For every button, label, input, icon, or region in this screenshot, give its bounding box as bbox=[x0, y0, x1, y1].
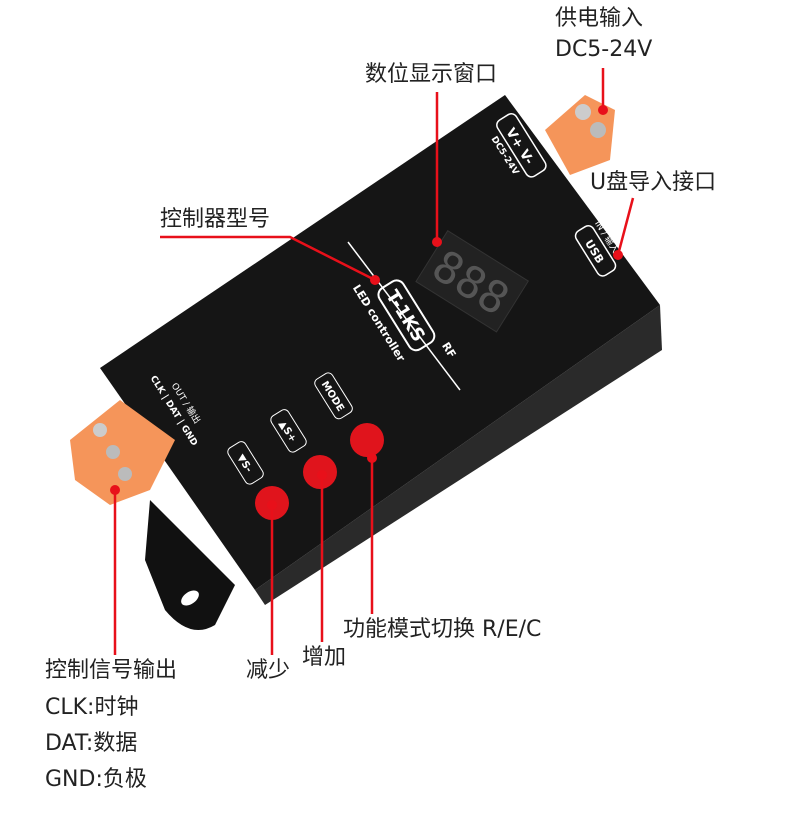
dat-label: DAT:数据 bbox=[45, 731, 138, 756]
output-terminal bbox=[70, 400, 175, 505]
increase-label: 增加 bbox=[302, 645, 347, 670]
signal-output-label: 控制信号输出 bbox=[45, 658, 178, 683]
display-window-label: 数位显示窗口 bbox=[365, 62, 498, 87]
power-voltage-label: DC5-24V bbox=[555, 37, 653, 62]
clk-label: CLK:时钟 bbox=[45, 695, 139, 720]
mounting-ear bbox=[145, 500, 235, 630]
mounting-hole bbox=[181, 590, 199, 606]
callout-lines bbox=[113, 68, 635, 655]
device-body bbox=[100, 95, 660, 590]
power-input-label: 供电输入 bbox=[555, 6, 644, 31]
decrease-label: 减少 bbox=[246, 658, 291, 683]
power-terminal bbox=[545, 95, 615, 175]
divider-line bbox=[347, 241, 461, 391]
mode-switch-label: 功能模式切换 R/E/C bbox=[343, 617, 542, 642]
mode-button[interactable] bbox=[350, 423, 384, 457]
usb-port-label: U盘导入接口 bbox=[590, 170, 717, 195]
callout-dots bbox=[110, 105, 623, 510]
gnd-label: GND:负极 bbox=[45, 767, 147, 792]
model-annotation: 控制器型号 bbox=[160, 207, 271, 232]
device-side bbox=[255, 305, 662, 605]
